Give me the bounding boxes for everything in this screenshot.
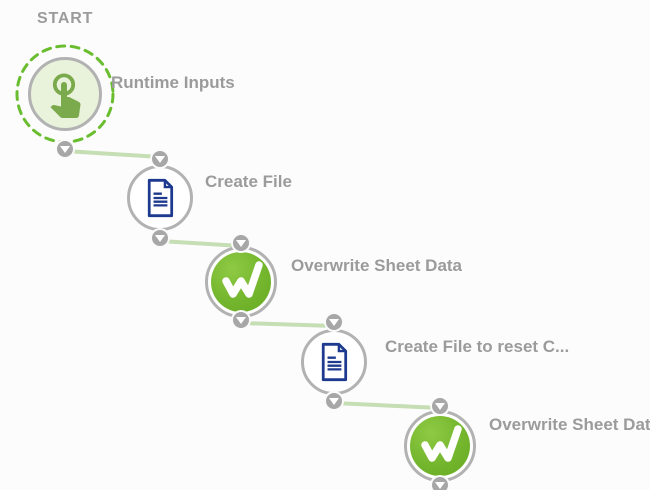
node-label-create-file-1: Create File — [205, 172, 292, 191]
smartsheet-icon — [211, 252, 271, 312]
port-arrow-icon — [435, 482, 445, 489]
port-top-create-file-1[interactable] — [150, 149, 170, 169]
node-overwrite-sheet-2[interactable] — [404, 410, 476, 482]
port-arrow-icon — [329, 319, 339, 326]
start-label: START — [37, 10, 94, 27]
port-arrow-icon — [60, 146, 70, 153]
port-bottom-overwrite-sheet-1[interactable] — [231, 310, 251, 330]
connector-line — [159, 239, 242, 248]
port-arrow-icon — [435, 403, 445, 410]
node-label-overwrite-sheet-1: Overwrite Sheet Data — [291, 256, 463, 275]
port-top-overwrite-sheet-2[interactable] — [430, 396, 450, 416]
port-arrow-icon — [236, 240, 246, 247]
node-create-file-1[interactable] — [127, 165, 193, 231]
document-icon — [321, 342, 348, 382]
port-top-create-file-2[interactable] — [324, 312, 344, 332]
node-label-runtime-inputs: Runtime Inputs — [111, 73, 235, 92]
connector-line — [240, 321, 335, 328]
node-runtime-inputs[interactable] — [14, 43, 116, 145]
trigger-node-circle[interactable] — [28, 57, 102, 131]
port-arrow-icon — [329, 398, 339, 405]
port-bottom-create-file-1[interactable] — [150, 228, 170, 248]
node-label-create-file-2: Create File to reset C... — [385, 337, 570, 356]
connector-line — [64, 149, 161, 159]
port-arrow-icon — [155, 156, 165, 163]
port-arrow-icon — [236, 317, 246, 324]
port-arrow-icon — [155, 235, 165, 242]
document-icon — [147, 178, 174, 218]
port-bottom-overwrite-sheet-2[interactable] — [430, 475, 450, 490]
connector-line — [333, 401, 441, 410]
port-bottom-create-file-2[interactable] — [324, 391, 344, 411]
smartsheet-icon — [410, 416, 470, 476]
port-bottom-runtime-inputs[interactable] — [55, 139, 75, 159]
node-create-file-2[interactable] — [301, 329, 367, 395]
node-label-overwrite-sheet-2: Overwrite Sheet Data — [489, 415, 650, 434]
node-overwrite-sheet-1[interactable] — [205, 246, 277, 318]
touch-icon — [50, 73, 81, 118]
port-top-overwrite-sheet-1[interactable] — [231, 233, 251, 253]
